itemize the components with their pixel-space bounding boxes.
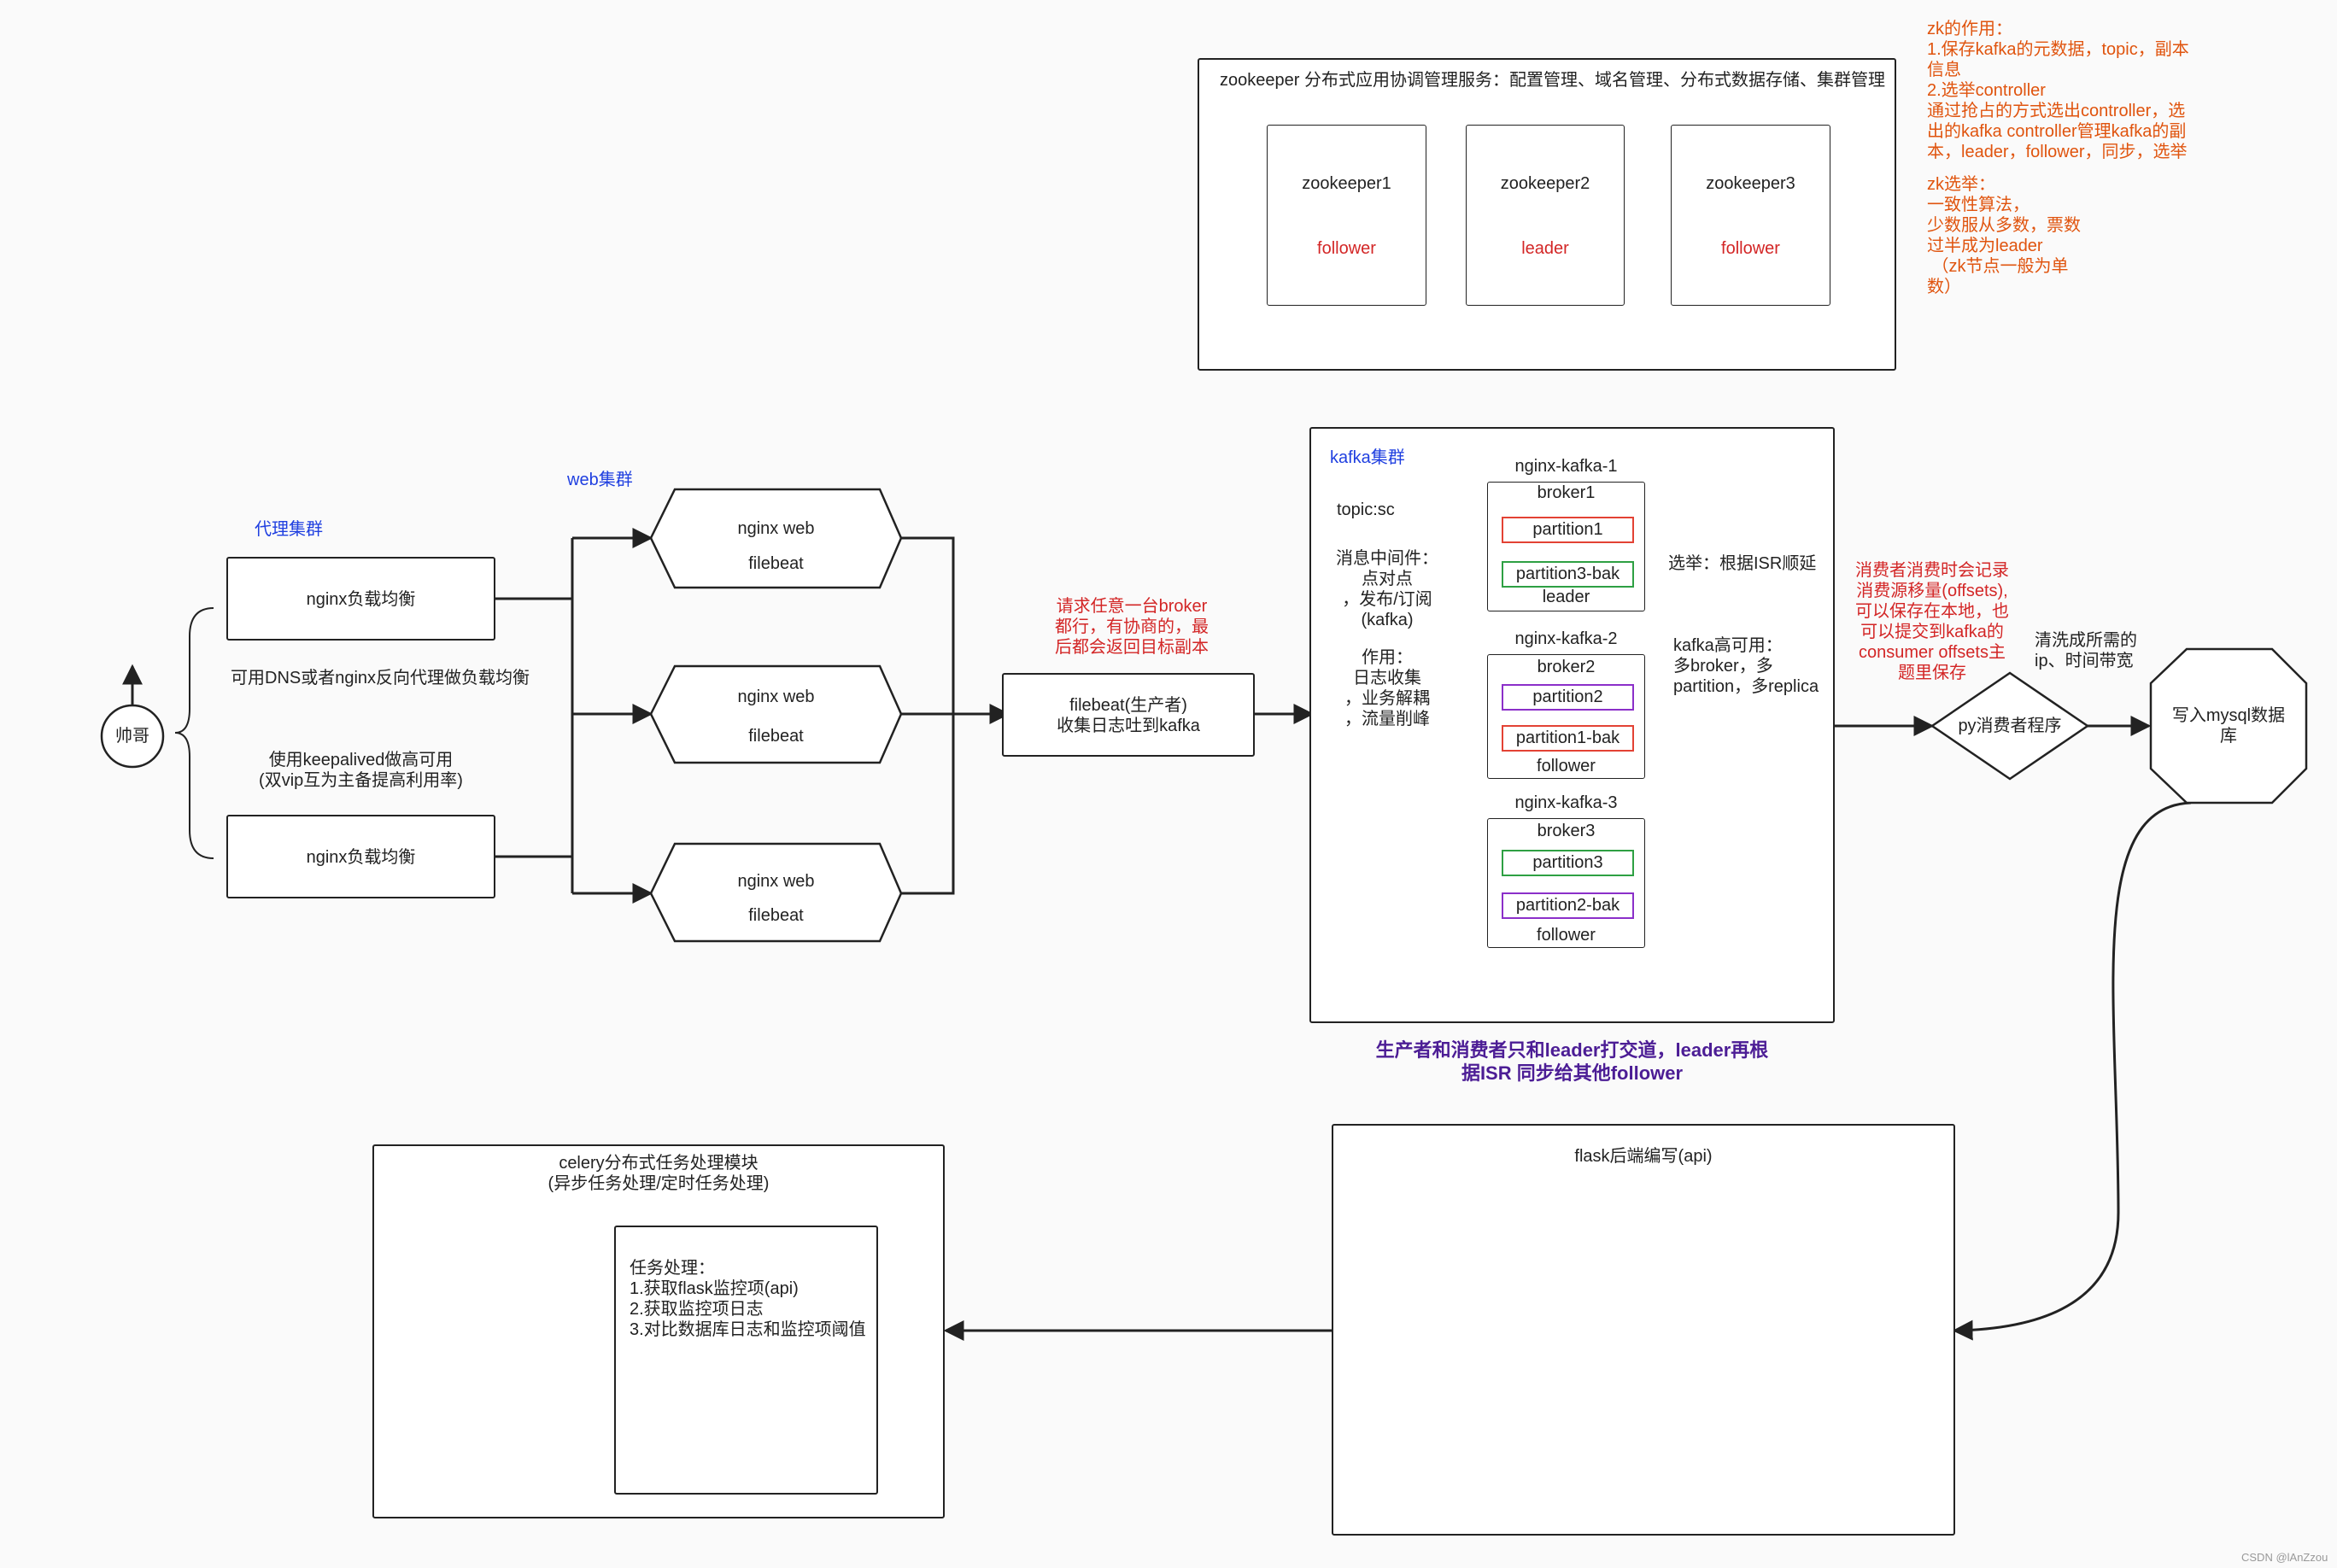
zk-election-note: zk选举： 一致性算法， 少数服从多数，票数 过半成为leader （zk节点一…: [1927, 175, 2081, 296]
zk-node-name: zookeeper3: [1706, 174, 1795, 193]
broker-role: follower: [1537, 757, 1596, 775]
web-node-1-label: nginx web: [737, 519, 815, 538]
broker-3-host: nginx-kafka-3: [1514, 793, 1618, 812]
partition-primary: partition3: [1502, 850, 1634, 876]
broker-1: broker1 partition1 partition3-bak leader: [1487, 482, 1645, 611]
filebeat-producer: filebeat(生产者) 收集日志吐到kafka: [1002, 673, 1255, 757]
consumer-label: py消费者程序: [1958, 717, 2062, 735]
kafka-mq-note: 消息中间件： 点对点 ，发布/订阅 (kafka): [1336, 549, 1438, 629]
broker-1-host: nginx-kafka-1: [1514, 457, 1618, 476]
user-label: 帅哥: [115, 727, 149, 746]
kafka-leader-footer: 生产者和消费者只和leader打交道，leader再根 据ISR 同步给其他fo…: [1375, 1039, 1769, 1084]
partition-backup: partition2-bak: [1502, 892, 1634, 919]
kafka-cluster-panel: kafka集群 topic:sc 消息中间件： 点对点 ，发布/订阅 (kafk…: [1309, 427, 1835, 1023]
web-node-shape-3: [649, 842, 903, 943]
web-node-shape-2: [649, 664, 903, 764]
kafka-topic: topic:sc: [1337, 500, 1395, 519]
keepalived-note: 使用keepalived做高可用 (双vip互为主备提高利用率): [259, 751, 463, 790]
mysql-label: 写入mysql数据 库: [2171, 706, 2286, 746]
zk-node-3: zookeeper3 follower: [1671, 125, 1830, 306]
zookeeper-panel-title: zookeeper 分布式应用协调管理服务：配置管理、域名管理、分布式数据存储、…: [1220, 71, 1885, 90]
zk-node-2: zookeeper2 leader: [1466, 125, 1625, 306]
celery-task-box: 任务处理： 1.获取flask监控项(api) 2.获取监控项日志 3.对比数据…: [614, 1226, 878, 1495]
nginx-lb-1: nginx负载均衡: [226, 557, 495, 641]
zk-node-role: follower: [1317, 239, 1376, 258]
broker-role: follower: [1537, 926, 1596, 945]
consumer-diamond: [1930, 671, 2090, 781]
web-node-2-label: nginx web: [737, 687, 815, 706]
consumer-offset-note: 消费者消费时会记录 消费源移量(offsets), 可以保存在本地，也 可以提交…: [1855, 561, 2009, 682]
kafka-election-note: 选举：根据ISR顺延: [1668, 554, 1817, 573]
partition-primary: partition1: [1502, 517, 1634, 543]
web-node-3-label: nginx web: [737, 872, 815, 891]
web-cluster-title: web集群: [567, 471, 633, 489]
web-node-shape-1: [649, 488, 903, 589]
broker-name: broker1: [1537, 483, 1596, 502]
kafka-ha-note: kafka高可用： 多broker，多 partition，多replica: [1673, 636, 1819, 696]
zk-node-role: leader: [1521, 239, 1569, 258]
user-circle: [100, 704, 165, 769]
web-node-1-sub: filebeat: [748, 554, 804, 573]
partition-backup: partition3-bak: [1502, 561, 1634, 588]
nginx-lb-label: nginx负载均衡: [306, 590, 416, 609]
brace: [174, 607, 214, 859]
broker-request-note: 请求任意一台broker 都行，有协商的，最 后都会返回目标副本: [1055, 597, 1209, 657]
zk-node-name: zookeeper2: [1500, 174, 1590, 193]
zk-node-role: follower: [1721, 239, 1780, 258]
nginx-lb-label: nginx负载均衡: [306, 848, 416, 867]
broker-2-host: nginx-kafka-2: [1514, 629, 1618, 648]
zk-role-note: zk的作用： 1.保存kafka的元数据，topic，副本 信息 2.选举con…: [1927, 20, 2189, 161]
proxy-cluster-title: 代理集群: [255, 520, 323, 539]
celery-task-list: 任务处理： 1.获取flask监控项(api) 2.获取监控项日志 3.对比数据…: [630, 1259, 866, 1339]
dns-note: 可用DNS或者nginx反向代理做负载均衡: [231, 669, 530, 687]
web-node-2-sub: filebeat: [748, 727, 804, 746]
filebeat-producer-label: filebeat(生产者) 收集日志吐到kafka: [1057, 696, 1200, 735]
nginx-lb-2: nginx负载均衡: [226, 815, 495, 898]
kafka-use-note: 作用： 日志收集 ，业务解耦 ，流量削峰: [1344, 648, 1430, 728]
web-node-3-sub: filebeat: [748, 906, 804, 925]
celery-module-label: celery分布式任务处理模块 (异步任务处理/定时任务处理): [548, 1154, 770, 1193]
flask-backend: flask后端编写(api): [1332, 1124, 1955, 1536]
mysql-octagon: [2149, 647, 2308, 804]
zk-node-1: zookeeper1 follower: [1267, 125, 1426, 306]
kafka-cluster-title: kafka集群: [1330, 448, 1405, 467]
partition-backup: partition1-bak: [1502, 725, 1634, 752]
zk-node-name: zookeeper1: [1302, 174, 1391, 193]
partition-primary: partition2: [1502, 684, 1634, 711]
flask-backend-label: flask后端编写(api): [1574, 1147, 1713, 1166]
clean-note: 清洗成所需的 ip、时间带宽: [2035, 631, 2137, 670]
watermark: CSDN @lAnZzou: [2241, 1551, 2328, 1564]
broker-name: broker3: [1537, 822, 1596, 840]
broker-role: leader: [1542, 588, 1590, 606]
broker-2: broker2 partition2 partition1-bak follow…: [1487, 654, 1645, 779]
broker-3: broker3 partition3 partition2-bak follow…: [1487, 818, 1645, 948]
broker-name: broker2: [1537, 658, 1596, 676]
